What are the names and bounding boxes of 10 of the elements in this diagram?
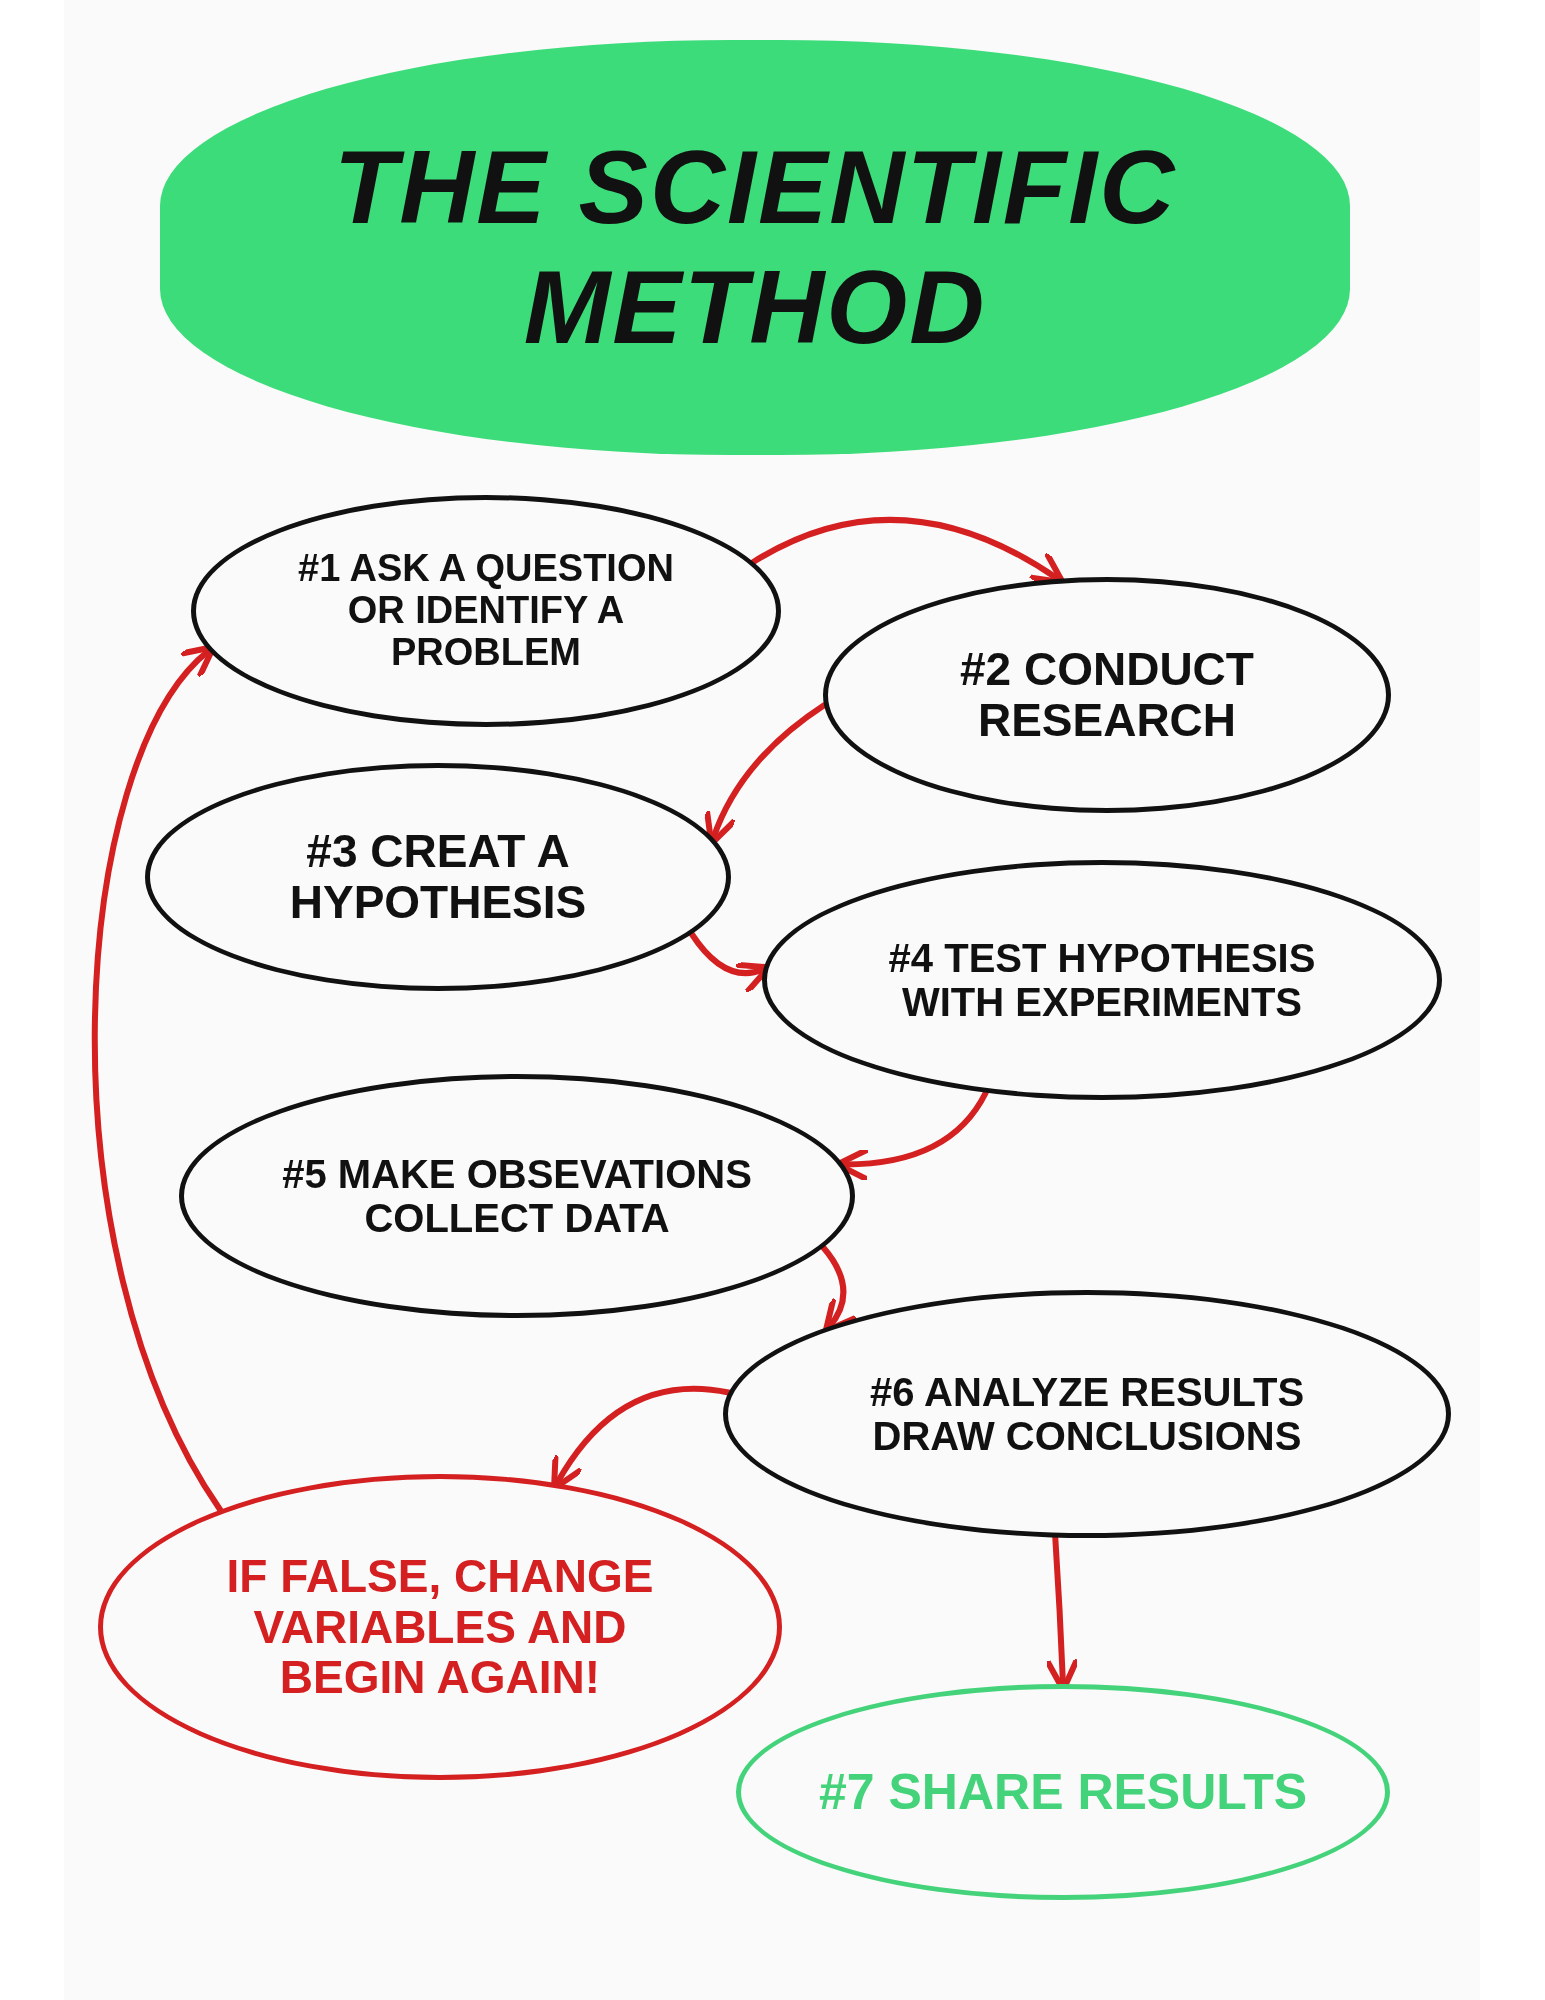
step-text: #2 CONDUCT RESEARCH xyxy=(959,644,1255,746)
title: THE SCIENTIFIC METHOD xyxy=(332,127,1178,367)
step-text: #3 CREAT A HYPOTHESIS xyxy=(288,826,588,928)
arrow xyxy=(91,643,224,1513)
step-text: #4 TEST HYPOTHESIS WITH EXPERIMENTS xyxy=(887,936,1317,1024)
step-text: IF FALSE, CHANGE VARIABLES AND BEGIN AGAIN! xyxy=(225,1551,655,1703)
step-text: #7 SHARE RESULTS xyxy=(817,1764,1309,1820)
step-text: #1 ASK A QUESTION OR IDENTIFY A PROBLEM xyxy=(297,548,675,674)
step-text: #5 MAKE OBSEVATIONS COLLECT DATA xyxy=(281,1152,753,1240)
step-text: #6 ANALYZE RESULTS DRAW CONCLUSIONS xyxy=(868,1370,1306,1458)
